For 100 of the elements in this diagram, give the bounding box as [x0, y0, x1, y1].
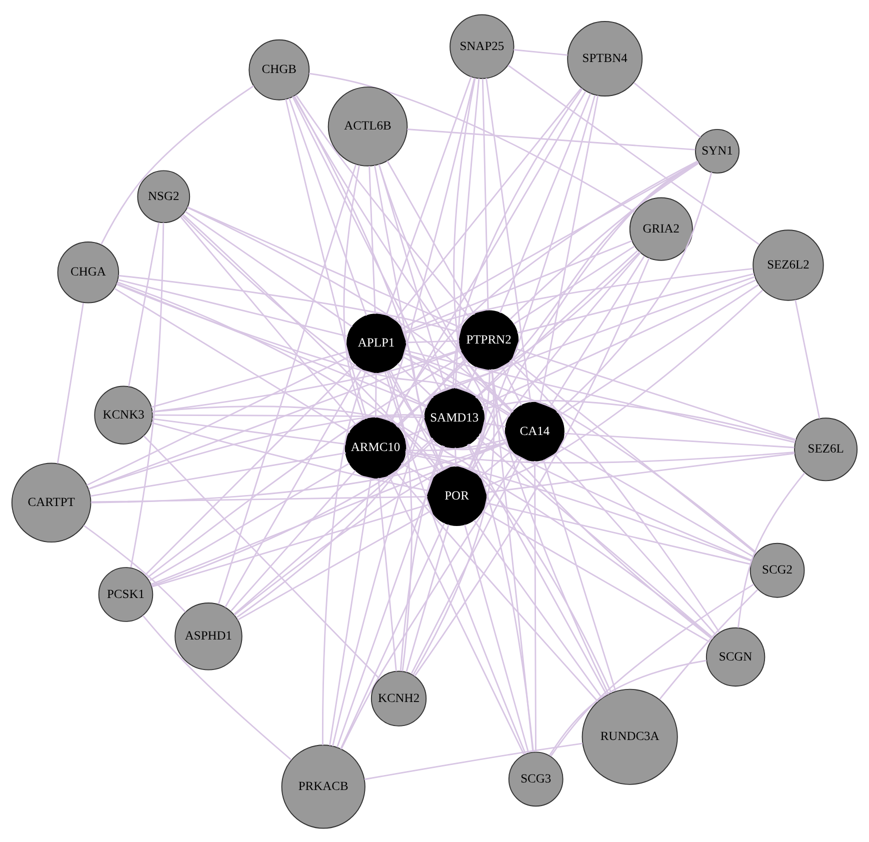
connector	[90, 495, 428, 502]
connector	[400, 444, 444, 671]
connector	[405, 450, 714, 638]
connector	[184, 210, 352, 327]
connector	[482, 78, 489, 310]
connector	[560, 445, 754, 557]
connector	[148, 462, 350, 581]
node-circle: SCGN	[706, 626, 766, 686]
node-circle: SEZ6L	[794, 417, 858, 481]
connector	[116, 282, 428, 408]
connector	[322, 370, 366, 745]
connector	[187, 206, 514, 412]
connector	[150, 441, 508, 585]
connector	[517, 272, 754, 334]
connector	[402, 160, 699, 330]
connector	[402, 356, 510, 416]
connector	[550, 583, 754, 756]
connector	[375, 372, 377, 418]
node-circle: APLP1	[346, 313, 406, 373]
node-circle: CHGA	[57, 241, 120, 303]
connector	[405, 450, 794, 464]
connector	[386, 160, 475, 314]
connector	[116, 283, 511, 415]
connector	[394, 87, 582, 320]
connector	[336, 445, 445, 747]
connector	[406, 524, 450, 672]
connector	[499, 92, 592, 313]
connector	[152, 414, 425, 418]
connector	[484, 289, 764, 487]
connector	[332, 358, 466, 746]
connector	[388, 474, 525, 754]
connector	[554, 452, 716, 635]
connector	[452, 88, 583, 388]
connector	[83, 524, 186, 612]
connector	[564, 432, 794, 448]
connector	[236, 358, 467, 618]
connector	[516, 348, 796, 440]
connector	[237, 510, 432, 620]
node-circle: POR	[426, 466, 487, 526]
connector	[478, 433, 752, 560]
connector	[466, 366, 478, 391]
connector	[479, 450, 512, 478]
connector	[404, 352, 757, 553]
connector	[394, 470, 598, 702]
connector	[128, 222, 160, 386]
connector	[468, 94, 596, 469]
connector	[473, 519, 603, 698]
connector	[146, 354, 464, 578]
connector	[468, 443, 608, 695]
node-circle: SPTBN4	[567, 20, 643, 96]
connector	[224, 368, 362, 608]
connector	[404, 352, 713, 640]
connector	[510, 359, 720, 632]
connector	[476, 436, 714, 638]
connector	[118, 278, 348, 336]
node-circle: PRKACB	[281, 744, 366, 828]
connector	[737, 472, 806, 628]
connector	[471, 252, 641, 472]
connector	[453, 77, 486, 470]
connector	[407, 128, 696, 150]
connector	[308, 72, 635, 212]
connector	[86, 355, 350, 486]
connector	[230, 470, 356, 611]
connector	[294, 95, 444, 470]
connector	[491, 368, 534, 752]
connector	[117, 280, 441, 472]
connector	[559, 284, 760, 416]
connector	[534, 460, 536, 752]
connector	[400, 462, 432, 482]
connector	[386, 76, 472, 316]
connector	[486, 452, 795, 493]
connector	[152, 348, 462, 412]
connector	[295, 94, 470, 318]
connector	[378, 477, 397, 671]
connector	[482, 400, 796, 441]
connector	[406, 340, 460, 343]
connector	[794, 299, 820, 418]
connector	[485, 502, 751, 564]
connector	[454, 447, 457, 466]
connector	[486, 78, 532, 402]
connector	[143, 434, 380, 679]
connector	[368, 165, 376, 314]
connector	[386, 370, 412, 671]
connector	[292, 96, 442, 392]
node-circle: CARTPT	[11, 462, 92, 542]
connector	[390, 90, 586, 422]
node-circle: SCG2	[750, 542, 805, 598]
node-circle: ASPHD1	[174, 602, 242, 670]
node-circle: SCG3	[508, 751, 564, 806]
connector	[412, 368, 495, 675]
node-circle: SAMD13	[424, 387, 485, 448]
node-circle: KCNK3	[94, 385, 153, 444]
connector	[340, 522, 446, 749]
connector	[475, 161, 699, 398]
connector	[397, 362, 434, 398]
connector	[481, 278, 756, 406]
connector	[114, 287, 350, 432]
connector	[414, 257, 650, 676]
node-circle: CHGB	[248, 38, 310, 100]
connector	[550, 255, 645, 406]
